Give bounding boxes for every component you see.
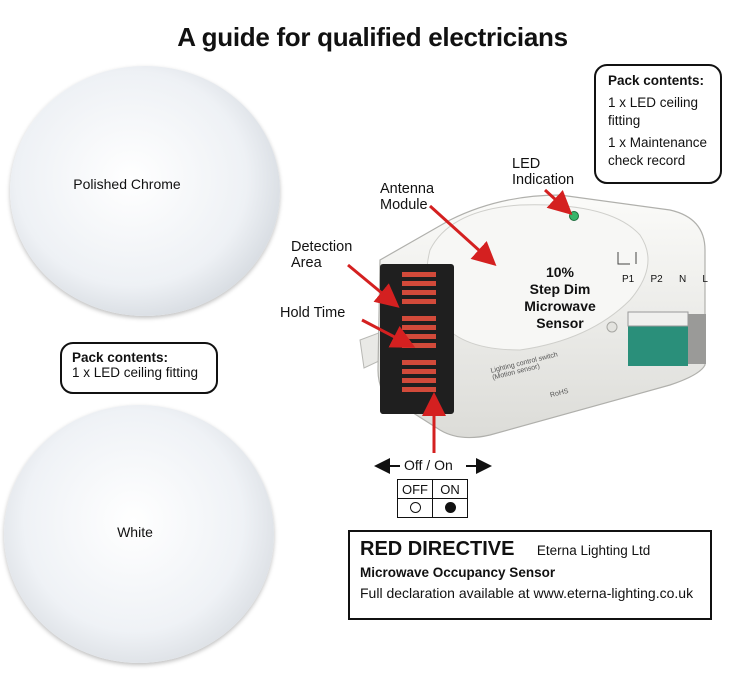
pack-contents-item: 1 x LED ceiling fitting xyxy=(72,365,199,380)
directive-subtitle: Microwave Occupancy Sensor xyxy=(360,565,556,580)
sensor-face-label: 10% Step Dim Microwave Sensor xyxy=(510,264,610,332)
terminal-side xyxy=(688,314,706,364)
sensor-line-1: 10% xyxy=(545,264,575,280)
terminal-p2: P2 xyxy=(650,274,663,285)
callout-antenna-line2: Module xyxy=(380,197,428,213)
switch-key-table: OFF ON xyxy=(397,479,468,518)
arrow-detection xyxy=(347,263,400,308)
off-on-label: Off / On xyxy=(404,457,453,473)
arrow-led xyxy=(543,188,573,216)
callout-antenna-line1: Antenna xyxy=(380,181,435,197)
callout-detection-line2: Area xyxy=(291,255,322,271)
arrow-hold-time xyxy=(361,318,416,348)
switch-on-header: ON xyxy=(432,479,468,499)
white-fitting-image xyxy=(4,405,274,663)
pack-contents-heading: Pack contents: xyxy=(72,350,169,365)
callout-hold-time: Hold Time xyxy=(280,305,346,321)
sensor-line-2: Step Dim xyxy=(529,281,591,297)
terminal-labels: P1 P2 N L xyxy=(622,274,708,285)
red-directive-heading: RED DIRECTIVE xyxy=(360,538,515,560)
pack-contents-item-2a: 1 x Maintenance xyxy=(608,135,708,150)
switch-on-symbol xyxy=(432,498,468,518)
terminal-l: L xyxy=(702,274,708,285)
callout-led-line1: LED xyxy=(512,156,541,172)
callout-led-line2: Indication xyxy=(512,172,575,188)
pack-contents-box-sensor: Pack contents: 1 x LED ceiling fitting 1… xyxy=(594,64,722,184)
pack-contents-item-2b: check record xyxy=(608,153,686,168)
switch-off-symbol xyxy=(397,498,433,518)
wiring-symbol xyxy=(617,252,637,265)
pack-contents-item-1a: 1 x LED ceiling xyxy=(608,95,699,110)
switch-off-header: OFF xyxy=(397,479,433,499)
company-name: Eterna Lighting Ltd xyxy=(536,543,651,558)
page-title: A guide for qualified electricians xyxy=(177,22,568,52)
pack-contents-item-1b: fitting xyxy=(608,113,641,128)
terminal-block xyxy=(628,320,688,366)
callout-antenna-module: Antenna Module xyxy=(380,181,434,213)
sensor-line-3: Microwave xyxy=(524,298,596,314)
mounting-screw xyxy=(606,321,618,333)
pack-contents-box-fitting: Pack contents: 1 x LED ceiling fitting xyxy=(60,342,218,394)
callout-led-indication: LED Indication xyxy=(512,156,574,188)
microwave-sensor-image: 10% Step Dim Microwave Sensor P1 P2 N L … xyxy=(340,190,710,450)
white-fitting-label: White xyxy=(117,524,153,540)
dip-switches xyxy=(402,272,436,392)
callout-detection-area: Detection Area xyxy=(291,239,352,271)
sensor-drawing xyxy=(359,194,706,439)
terminal-n: N xyxy=(678,274,687,285)
chrome-fitting-label: Polished Chrome xyxy=(73,176,181,192)
callout-detection-line1: Detection xyxy=(291,239,353,255)
pack-contents-heading: Pack contents: xyxy=(608,73,705,88)
red-directive-box: RED DIRECTIVE Eterna Lighting Ltd Microw… xyxy=(348,530,712,620)
chrome-fitting-image xyxy=(10,66,280,316)
terminal-p1: P1 xyxy=(622,274,635,285)
arrow-antenna xyxy=(428,204,497,267)
declaration-text: Full declaration available at www.eterna… xyxy=(360,585,694,601)
sensor-line-4: Sensor xyxy=(536,315,584,331)
